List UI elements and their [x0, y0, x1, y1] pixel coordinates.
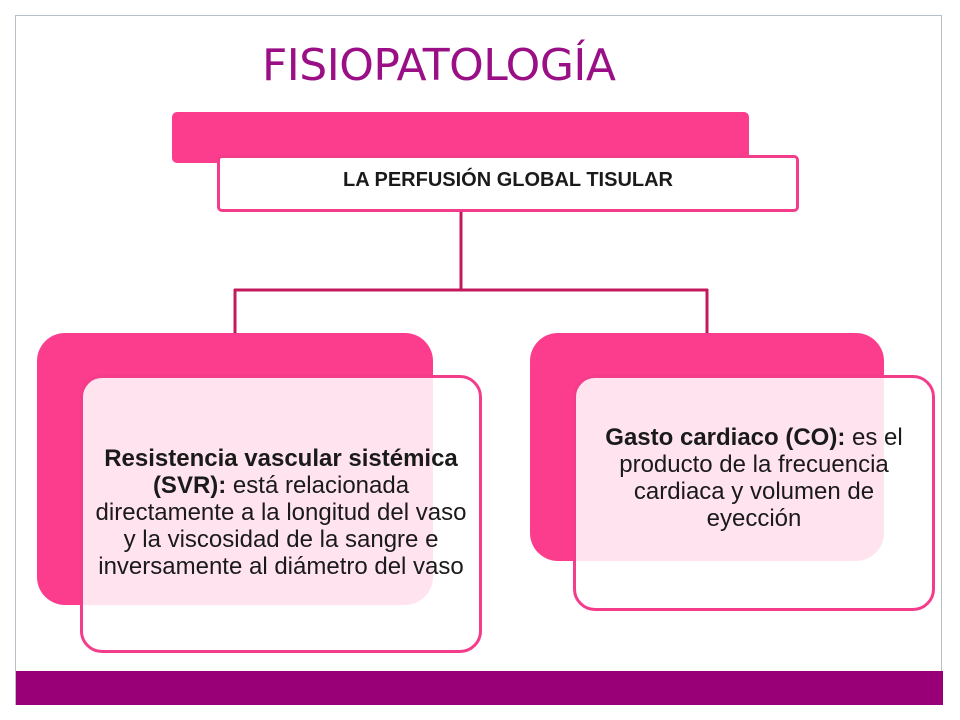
root-node-background [172, 112, 749, 163]
left-node-text: Resistencia vascular sistémica (SVR): es… [95, 445, 467, 580]
right-node: Gasto cardiaco (CO): es el producto de l… [573, 375, 935, 611]
left-node-description: está relacionada directamente a la longi… [95, 471, 467, 580]
footer-bar [16, 671, 943, 705]
right-node-text: Gasto cardiaco (CO): es el producto de l… [590, 424, 918, 532]
slide-title: FISIOPATOLOGÍA [262, 40, 616, 91]
left-node-term: Resistencia vascular sistémica (SVR): [104, 444, 458, 499]
left-node: Resistencia vascular sistémica (SVR): es… [80, 375, 482, 653]
right-node-term: Gasto cardiaco (CO): [605, 424, 846, 451]
right-node-description: es el producto de la frecuencia cardiaca… [619, 424, 903, 532]
root-node-label: LA PERFUSIÓN GLOBAL TISULAR [343, 169, 673, 191]
root-node: LA PERFUSIÓN GLOBAL TISULAR [217, 155, 799, 212]
